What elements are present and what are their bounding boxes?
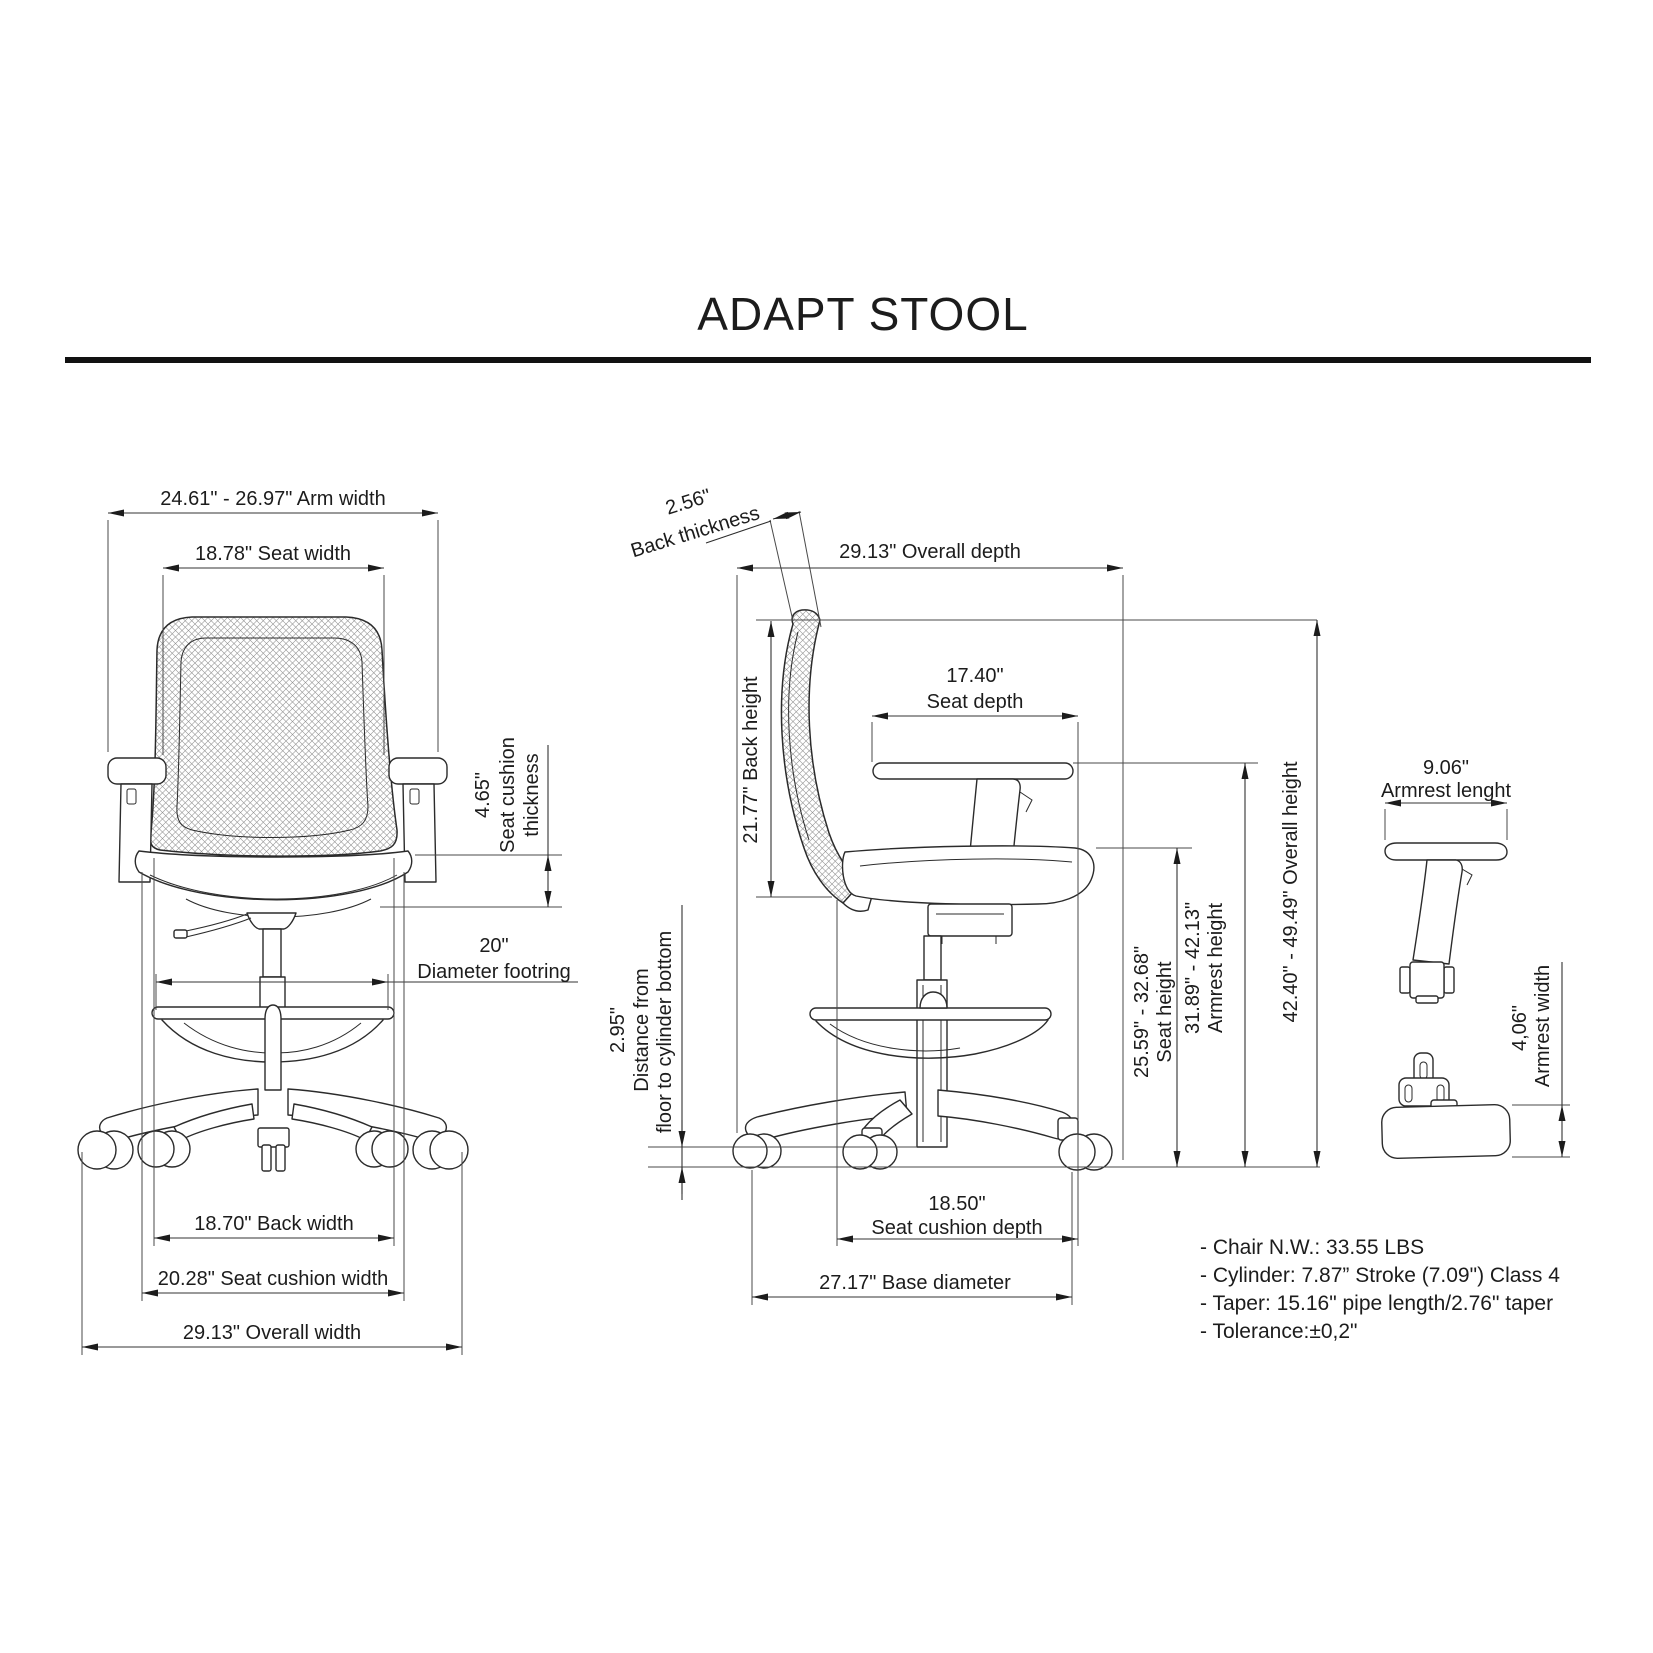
side-seat xyxy=(841,845,1095,906)
overall-width-label: 29.13" Overall width xyxy=(183,1322,361,1344)
armrest-side-profile: 9.06" Armrest lenght xyxy=(1381,757,1511,1004)
dim-armrest-length: 9.06" Armrest lenght xyxy=(1381,757,1511,840)
front-center-caster xyxy=(257,1127,290,1172)
side-view: 2.56" Back thickness 29.13" Overall dept… xyxy=(607,485,1321,1305)
dim-seat-width: 18.78" Seat width xyxy=(162,543,385,755)
seat-cushion-thickness-value: 4.65" xyxy=(472,772,494,818)
front-base xyxy=(77,1088,469,1172)
armrest-detail-views: 9.06" Armrest lenght 4,06" Armrest width xyxy=(1381,757,1570,1159)
title-rule xyxy=(65,357,1591,363)
dim-back-thickness: 2.56" Back thickness xyxy=(628,485,822,628)
front-seat-cushion xyxy=(134,850,413,918)
dim-overall-depth: 29.13" Overall depth xyxy=(736,541,1124,1160)
dim-back-width: 18.70" Back width xyxy=(153,858,395,1246)
dim-arm-width: 24.61" - 26.97" Arm width xyxy=(107,488,439,752)
dim-overall-height: 42.40" - 49.49" Overall height xyxy=(756,619,1321,1167)
seat-cushion-thickness-label2: thickness xyxy=(521,753,543,836)
back-height-label: 21.77" Back height xyxy=(740,676,762,844)
floor-to-cylinder-value: 2.95" xyxy=(607,1007,629,1053)
dim-seat-cushion-depth: 18.50" Seat cushion depth xyxy=(836,900,1078,1246)
spec-line-1: - Chair N.W.: 33.55 LBS xyxy=(1200,1236,1424,1259)
seat-height-label: Seat height xyxy=(1154,961,1176,1063)
front-view-chair xyxy=(77,616,469,1172)
armrest-length-value: 9.06" xyxy=(1423,757,1469,779)
page-title: ADAPT STOOL xyxy=(697,288,1028,340)
front-cylinder xyxy=(259,928,286,1012)
footring-label: Diameter footring xyxy=(417,961,570,983)
armrest-width-value: 4,06" xyxy=(1509,1005,1531,1051)
seat-height-value: 25.59" - 32.68" xyxy=(1131,946,1153,1078)
dim-base-diameter: 27.17" Base diameter xyxy=(751,1170,1073,1305)
dim-floor-to-cylinder: 2.95" Distance from floor to cylinder bo… xyxy=(607,905,686,1200)
floor-to-cylinder-label2: floor to cylinder bottom xyxy=(654,931,676,1133)
armrest-height-value: 31.89" - 42.13" xyxy=(1182,902,1204,1034)
side-footring xyxy=(809,991,1052,1059)
seat-depth-value: 17.40" xyxy=(946,665,1003,687)
back-width-label: 18.70" Back width xyxy=(194,1213,353,1235)
side-casters xyxy=(732,1117,1113,1171)
header: ADAPT STOOL xyxy=(65,288,1591,363)
overall-depth-label: 29.13" Overall depth xyxy=(839,541,1021,563)
dim-seat-depth: 17.40" Seat depth xyxy=(871,665,1079,1246)
front-footring xyxy=(151,1004,395,1091)
seat-width-label: 18.78" Seat width xyxy=(195,543,351,565)
base-diameter-label: 27.17" Base diameter xyxy=(819,1272,1011,1294)
armrest-height-label: Armrest height xyxy=(1205,903,1227,1033)
spec-line-4: - Tolerance:±0,2" xyxy=(1200,1320,1358,1343)
front-casters xyxy=(77,1127,469,1172)
seat-cushion-width-label: 20.28" Seat cushion width xyxy=(158,1268,389,1290)
seat-cushion-thickness-label1: Seat cushion xyxy=(497,737,519,853)
floor-to-cylinder-label1: Distance from xyxy=(631,968,653,1091)
side-mechanism xyxy=(927,903,1013,944)
footring-value: 20" xyxy=(479,935,508,957)
overall-height-label: 42.40" - 49.49" Overall height xyxy=(1280,761,1302,1022)
armrest-width-label: Armrest width xyxy=(1532,965,1554,1087)
armrest-length-label: Armrest lenght xyxy=(1381,780,1511,802)
side-back-seat-connector xyxy=(842,895,873,912)
seat-cushion-depth-value: 18.50" xyxy=(928,1193,985,1215)
seat-cushion-depth-label: Seat cushion depth xyxy=(871,1217,1042,1239)
spec-line-2: - Cylinder: 7.87” Stroke (7.09") Class 4 xyxy=(1200,1264,1560,1287)
dim-seat-cushion-thickness: 4.65" Seat cushion thickness xyxy=(380,737,562,908)
seat-depth-label: Seat depth xyxy=(927,691,1024,713)
spec-line-3: - Taper: 15.16" pipe length/2.76" taper xyxy=(1200,1292,1553,1315)
back-thickness-value: 2.56" xyxy=(663,485,713,519)
dim-seat-cushion-width: 20.28" Seat cushion width xyxy=(141,872,405,1301)
dim-armrest-height: 31.89" - 42.13" Armrest height xyxy=(1073,762,1258,1167)
armrest-top-view: 4,06" Armrest width xyxy=(1381,962,1570,1159)
side-view-chair xyxy=(648,609,1320,1171)
front-seat-hub xyxy=(173,912,297,939)
arm-width-label: 24.61" - 26.97" Arm width xyxy=(160,488,385,510)
side-backrest-frame xyxy=(788,631,810,841)
front-view: 24.61" - 26.97" Arm width 18.78" Seat wi… xyxy=(77,488,578,1355)
dim-overall-width: 29.13" Overall width xyxy=(81,1152,463,1355)
front-backrest-inner-frame xyxy=(176,637,369,838)
dim-back-height: 21.77" Back height xyxy=(740,621,832,898)
dim-armrest-width: 4,06" Armrest width xyxy=(1509,962,1570,1158)
side-base xyxy=(732,1089,1113,1171)
spec-notes: - Chair N.W.: 33.55 LBS - Cylinder: 7.87… xyxy=(1200,1236,1560,1343)
dim-footring-diameter: 20" Diameter footring xyxy=(155,935,578,1010)
dim-seat-height: 25.59" - 32.68" Seat height xyxy=(1096,847,1192,1167)
